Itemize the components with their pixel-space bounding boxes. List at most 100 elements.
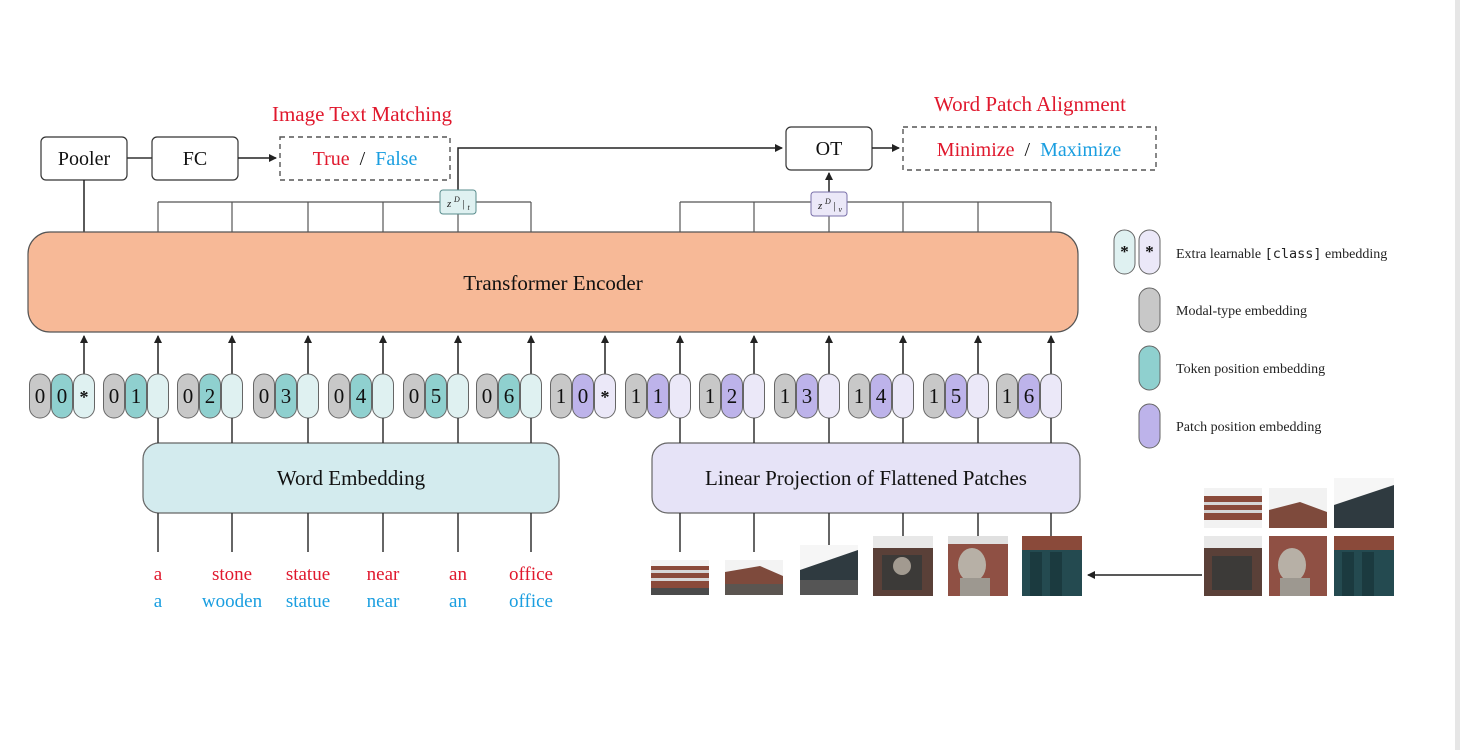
word-replaced: a [154, 591, 163, 612]
token-embedding-pill [743, 373, 765, 419]
legend-class-swatch: * * [1113, 229, 1161, 275]
image-text-matching-title: Image Text Matching [272, 102, 453, 126]
patch-thumb [873, 536, 933, 596]
ot-box: OT [785, 126, 873, 171]
patch-projection-label: Linear Projection of Flattened Patches [705, 466, 1027, 490]
word-original: statue [286, 564, 330, 585]
patch-thumb [1022, 536, 1082, 596]
modal-type-pill-label: 0 [482, 384, 493, 408]
encoder-input-arrows [80, 335, 1055, 374]
token-embedding-pill [520, 373, 542, 419]
page-scrollbar[interactable] [1455, 0, 1460, 750]
token-embedding-pill [297, 373, 319, 419]
patch-thumb [948, 536, 1008, 596]
modal-type-pill-label: 0 [183, 384, 194, 408]
token-position-pill [199, 373, 221, 419]
modal-type-pill-label: 0 [334, 384, 345, 408]
modal-type-pill-label: 1 [1002, 384, 1013, 408]
modal-type-pill-label: 0 [409, 384, 420, 408]
itm-sep: / [360, 148, 366, 170]
patch-position-pill-label: 6 [1024, 384, 1035, 408]
fc-box: FC [151, 136, 239, 181]
modal-type-pill [29, 373, 51, 419]
word-original: stone [212, 564, 252, 585]
modal-type-pill-label: 0 [109, 384, 120, 408]
modal-type-pill-label: 1 [929, 384, 940, 408]
words-replaced-row: a wooden statue near an office [154, 591, 553, 612]
modal-type-pill-label: 1 [854, 384, 865, 408]
word-patch-alignment-title: Word Patch Alignment [934, 92, 1126, 116]
pooler-label: Pooler [58, 148, 111, 170]
token-position-pill [498, 373, 520, 419]
modal-type-pill [403, 373, 425, 419]
wpa-output-box: Minimize / Maximize [902, 126, 1157, 171]
token-embedding-pill [147, 373, 169, 419]
legend-token-label: Token position embedding [1176, 362, 1325, 377]
class-embedding-pill [73, 373, 95, 419]
itm-true: True [313, 148, 350, 170]
image-patches [651, 478, 1394, 596]
patch-position-pill [796, 373, 818, 419]
word-original: office [509, 564, 553, 585]
modal-type-pill [177, 373, 199, 419]
image-output-comb [679, 201, 1052, 232]
legend-class-prefix: Extra learnable [1176, 247, 1265, 262]
patch-thumb [725, 560, 783, 595]
token-embedding-pill [221, 373, 243, 419]
token-position-pill [275, 373, 297, 419]
transformer-encoder-label: Transformer Encoder [463, 271, 642, 295]
patch-thumb [651, 560, 709, 595]
token-position-pill [125, 373, 147, 419]
patch-position-pill [647, 373, 669, 419]
token-embedding-pill [372, 373, 394, 419]
token-embedding-pill [818, 373, 840, 419]
modal-type-pill-label: 1 [705, 384, 716, 408]
patch-position-pill-label: 1 [653, 384, 664, 408]
svg-text:Minimize / Maximiz: Minimize / Maximize [937, 139, 1122, 161]
legend-modal-swatch [1138, 287, 1161, 333]
itm-output-box: True / False [279, 136, 451, 181]
legend: * * Extra learnable [class] embedding Mo… [1113, 229, 1387, 449]
patch-thumb [800, 545, 858, 595]
modal-type-pill [996, 373, 1018, 419]
token-position-pill-label: 4 [356, 384, 367, 408]
legend-star-teal: * [1120, 242, 1129, 261]
token-embedding-pill [669, 373, 691, 419]
token-embedding-pill [967, 373, 989, 419]
token-position-pill [425, 373, 447, 419]
token-embedding-pill [892, 373, 914, 419]
modal-type-pill-label: 1 [556, 384, 567, 408]
word-replaced: wooden [202, 591, 263, 612]
legend-star-purple: * [1145, 242, 1154, 261]
input-lines [157, 513, 1052, 552]
token-position-pill-label: 0 [57, 384, 68, 408]
modal-type-pill [848, 373, 870, 419]
token-embedding-pill [447, 373, 469, 419]
patch-position-pill [1018, 373, 1040, 419]
token-position-pill-label: 2 [205, 384, 216, 408]
wpa-minimize: Minimize [937, 139, 1015, 161]
patch-position-pill-label: 4 [876, 384, 887, 408]
modal-type-pill-label: 0 [35, 384, 46, 408]
z-image-badge: z D | v [810, 191, 848, 217]
svg-text:z D | t: z D | t [446, 193, 471, 212]
word-replaced: statue [286, 591, 330, 612]
modal-type-pill [923, 373, 945, 419]
wpa-maximize: Maximize [1040, 139, 1121, 161]
word-embedding-label: Word Embedding [277, 466, 426, 490]
fc-label: FC [183, 148, 207, 170]
z-image-sub: v [839, 205, 843, 214]
patch-position-pill-label: 0 [578, 384, 589, 408]
class-embedding-pill-label: * [80, 387, 89, 407]
